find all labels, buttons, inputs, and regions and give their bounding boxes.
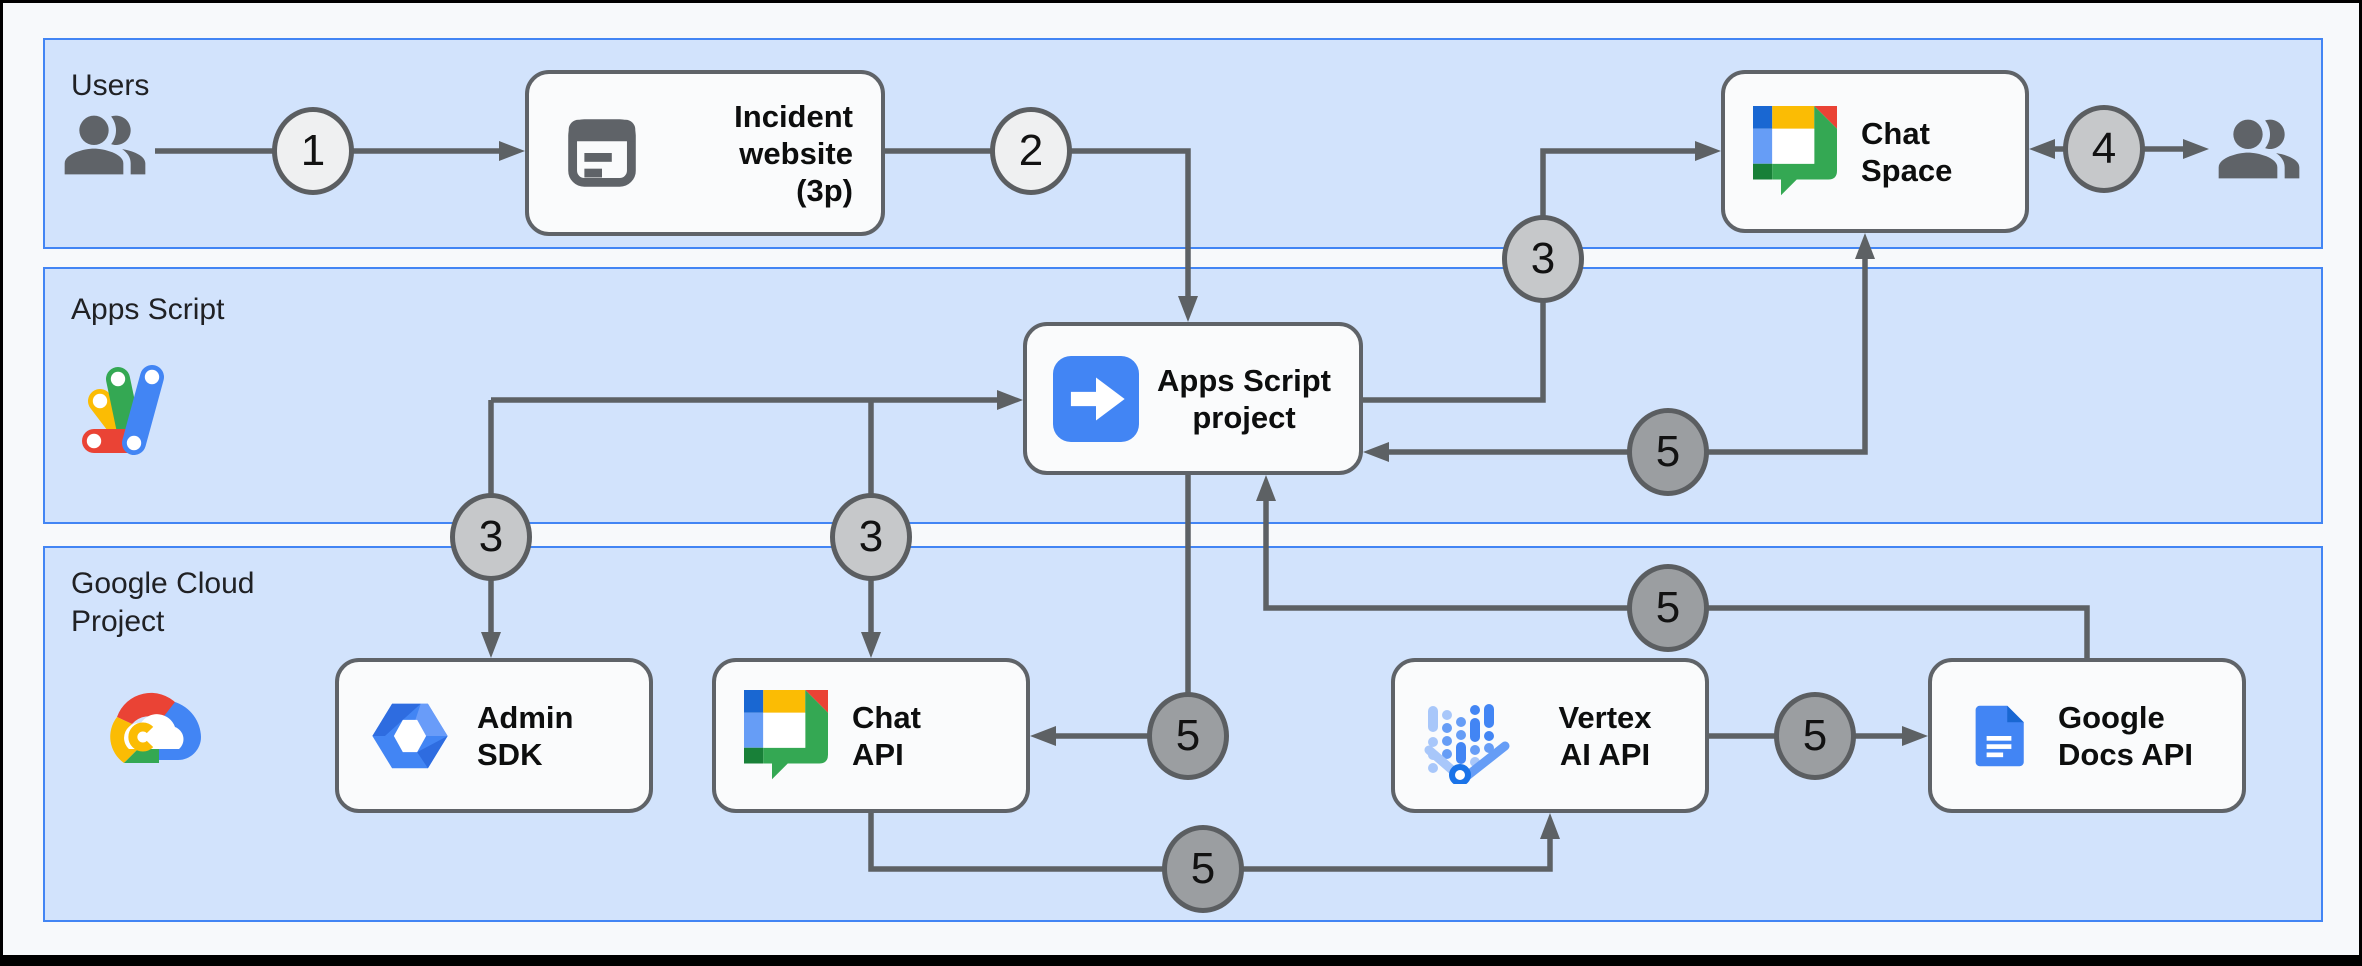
connector-chat-space-to-project [1363, 233, 1875, 462]
node-label-line: Admin [477, 699, 574, 735]
step-badge-5: 5 [1627, 408, 1709, 496]
node-label-line: Apps Script [1157, 362, 1331, 398]
node-label-line: Docs API [2058, 736, 2193, 772]
node-label: Chat Space [1837, 115, 2025, 189]
band-label-google-cloud-project: Google Cloud Project [71, 567, 255, 638]
node-label: Apps Script project [1139, 362, 1359, 436]
node-label: Google Docs API [2032, 699, 2242, 773]
connector-incident-to-project [885, 148, 1198, 322]
step-badge-5: 5 [1162, 825, 1244, 913]
google-chat-icon [1753, 106, 1837, 196]
node-label-line: project [1192, 399, 1296, 435]
apps-script-icon [82, 365, 164, 455]
vertex-ai-icon [1424, 703, 1510, 784]
node-label-line: Incident [734, 98, 853, 134]
band-label-users: Users [71, 69, 150, 102]
apps-script-project-icon [1053, 355, 1139, 442]
node-label-line: Space [1861, 152, 1953, 188]
users-people-icon [64, 115, 146, 175]
node-label: Admin SDK [453, 699, 649, 773]
step-badge-5: 5 [1147, 692, 1229, 780]
node-chat-space: Chat Space [1721, 70, 2029, 233]
node-apps-script-project: Apps Script project [1023, 322, 1363, 475]
node-label-line: SDK [477, 736, 543, 772]
node-label-line: (3p) [796, 172, 853, 208]
step-badge-5: 5 [1774, 692, 1856, 780]
step-badge-3: 3 [1502, 215, 1584, 303]
band-label-apps-script: Apps Script [71, 293, 225, 326]
incident-website-icon [568, 119, 636, 187]
node-incident-website: Incident website (3p) [525, 70, 885, 236]
step-badge-1: 1 [272, 107, 354, 195]
node-vertex-ai-api: Vertex AI API [1391, 658, 1709, 813]
node-label-line: website [739, 135, 853, 171]
node-label: Chat API [828, 699, 1026, 773]
node-label-line: API [852, 736, 904, 772]
node-label-line: Google [2058, 699, 2165, 735]
step-badge-2: 2 [990, 107, 1072, 195]
step-badge-3: 3 [830, 493, 912, 581]
google-docs-icon [1975, 705, 2024, 766]
node-label-line: Chat [852, 699, 921, 735]
admin-sdk-icon [372, 703, 448, 768]
google-cloud-icon [110, 692, 201, 763]
node-admin-sdk: Admin SDK [335, 658, 653, 813]
node-chat-api: Chat API [712, 658, 1030, 813]
google-chat-icon [744, 690, 828, 780]
node-label-line: Vertex [1558, 699, 1652, 735]
node-google-docs-api: Google Docs API [1928, 658, 2246, 813]
step-badge-5: 5 [1627, 564, 1709, 652]
users-people-icon [2218, 119, 2300, 179]
step-badge-3: 3 [450, 493, 532, 581]
node-label: Vertex AI API [1515, 699, 1705, 773]
bottom-border [3, 955, 2359, 966]
node-label-line: Chat [1861, 115, 1930, 151]
step-badge-4: 4 [2063, 105, 2145, 193]
node-label: Incident website (3p) [649, 98, 881, 209]
node-label-line: AI API [1559, 736, 1651, 772]
